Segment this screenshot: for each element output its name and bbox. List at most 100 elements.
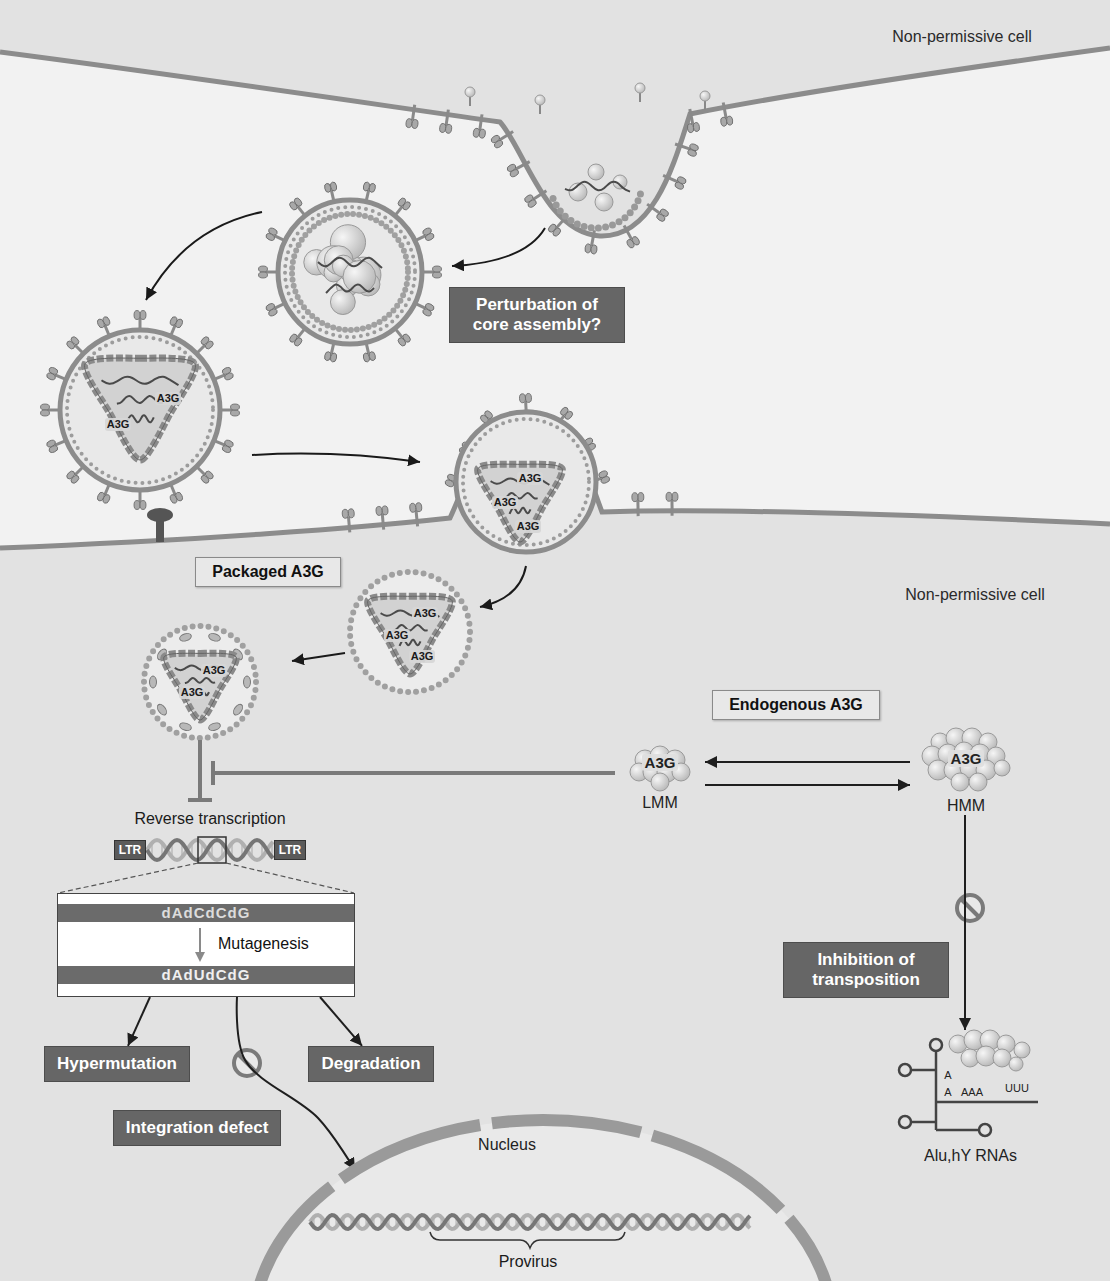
spike-head [509, 168, 520, 178]
gag-dot [609, 221, 616, 228]
base-label: A [943, 1069, 952, 1081]
spike-head [405, 118, 412, 128]
stage-arrow [480, 566, 526, 607]
protein-sphere [993, 1049, 1011, 1067]
spike-head [96, 318, 105, 329]
spike-head [169, 316, 178, 327]
membrane-spikes [405, 101, 733, 254]
capsid-fragment [208, 722, 222, 732]
viral-envelope [60, 330, 220, 490]
spike-head [519, 394, 525, 403]
region-label: Non-permissive cell [905, 586, 1045, 604]
spike-head [324, 183, 332, 193]
prohibition-ring [957, 895, 983, 921]
gag-dot [557, 207, 564, 214]
capsid-fragment [179, 632, 193, 642]
spike-head [401, 333, 411, 344]
envelope-spike [473, 114, 488, 139]
gag-sphere [330, 290, 355, 315]
spike-head [590, 244, 598, 254]
protein-sphere [969, 773, 987, 791]
spike-stem [671, 500, 674, 516]
dna-helix [147, 840, 273, 860]
spike-head [411, 119, 418, 129]
spike-head [493, 139, 504, 149]
protein-stalk [469, 97, 471, 106]
spike-head [659, 208, 670, 218]
spike-head [224, 439, 235, 448]
spike-head [102, 494, 111, 505]
spike-head [368, 351, 376, 361]
heading-box: Packaged A3G [195, 557, 340, 587]
connector-arrow [705, 761, 910, 763]
gag-dot [550, 195, 557, 202]
gag-dot [588, 224, 595, 231]
spike-head [689, 143, 699, 152]
envelope-spike [661, 170, 687, 190]
envelope-spike [342, 509, 356, 533]
viral-rna [318, 258, 382, 268]
gag-dot [637, 190, 644, 197]
gag-sphere [588, 164, 604, 180]
dna-strand [310, 1215, 750, 1229]
envelope-spike [619, 223, 641, 249]
receptor [147, 508, 173, 542]
spike-stem [675, 143, 691, 151]
base-label: AAA [960, 1086, 984, 1098]
spike-head [259, 272, 268, 278]
envelope-spike [684, 108, 700, 133]
stage-arrow [146, 212, 262, 300]
spike-head [439, 123, 446, 133]
protein-label: A3G [384, 629, 411, 642]
spike-head [41, 410, 50, 416]
node-text: LTR [119, 843, 141, 857]
spike-head [598, 470, 609, 479]
spike-head [422, 227, 433, 236]
spike-head [376, 506, 383, 515]
inhibition-bar [211, 761, 215, 785]
spike-head [175, 491, 184, 502]
capsid-core [164, 653, 237, 720]
spike-head [342, 509, 349, 518]
node-text: Endogenous A3G [729, 696, 863, 714]
budding-site [465, 83, 710, 231]
spike-head [231, 410, 240, 416]
virion [41, 311, 240, 510]
spike-head [268, 308, 279, 317]
spike-head [140, 311, 146, 320]
connector-arrow [964, 815, 966, 1030]
matrix-layer [463, 419, 589, 545]
envelope-spike [439, 109, 454, 134]
envelope-spike [547, 212, 572, 238]
inhibition-line [198, 740, 202, 800]
rna-strand [935, 1052, 938, 1130]
gag-dot [602, 223, 609, 230]
region-label: Non-permissive cell [892, 28, 1032, 46]
gag-dot [627, 209, 634, 216]
spike-head [527, 199, 538, 209]
spike-head [134, 501, 140, 510]
protein-label: A3G [155, 392, 182, 405]
spike-stem [478, 114, 483, 130]
rna-loop [899, 1116, 911, 1128]
capsid-shell [164, 653, 237, 720]
stage-arrow [252, 454, 420, 462]
spike-stem [532, 189, 547, 200]
spike-head [473, 128, 480, 138]
capsid-fragment [179, 722, 193, 732]
protein-label: A3G [409, 650, 436, 663]
arrow-head [195, 952, 205, 962]
outcome-box: Degradation [308, 1046, 433, 1082]
virion [456, 412, 596, 552]
spike-head [676, 176, 687, 185]
capsid-shell [478, 464, 563, 542]
stage-arrow [292, 653, 345, 661]
gag-sphere [343, 260, 376, 293]
viral-rna [185, 678, 215, 683]
spike-stem [445, 109, 450, 125]
zoom-frame [198, 837, 226, 863]
virion [259, 181, 442, 362]
heading-box: Endogenous A3G [712, 690, 880, 720]
node-text: Hypermutation [57, 1054, 177, 1074]
envelope-spike [632, 493, 644, 517]
